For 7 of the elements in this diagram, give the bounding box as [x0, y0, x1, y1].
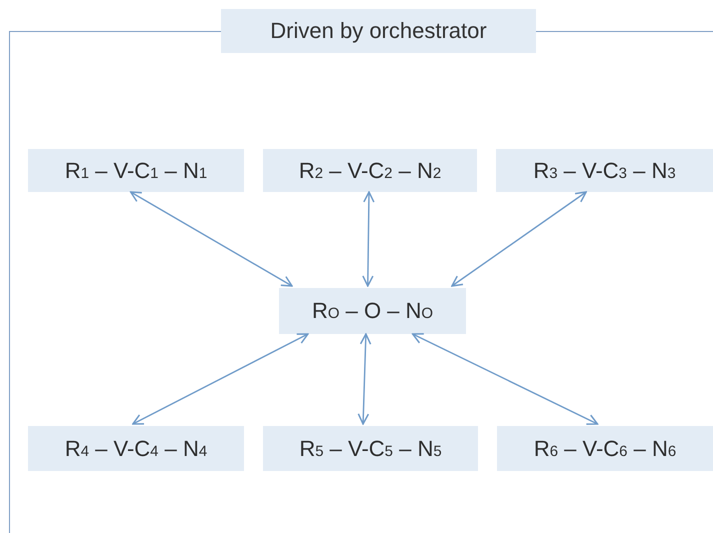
double-arrow — [412, 333, 598, 425]
double-arrow — [130, 191, 293, 287]
double-arrow — [451, 191, 587, 287]
double-arrow — [362, 191, 375, 287]
double-arrow — [358, 333, 372, 425]
frame-title: Driven by orchestrator — [221, 9, 536, 53]
double-arrow — [132, 333, 309, 425]
